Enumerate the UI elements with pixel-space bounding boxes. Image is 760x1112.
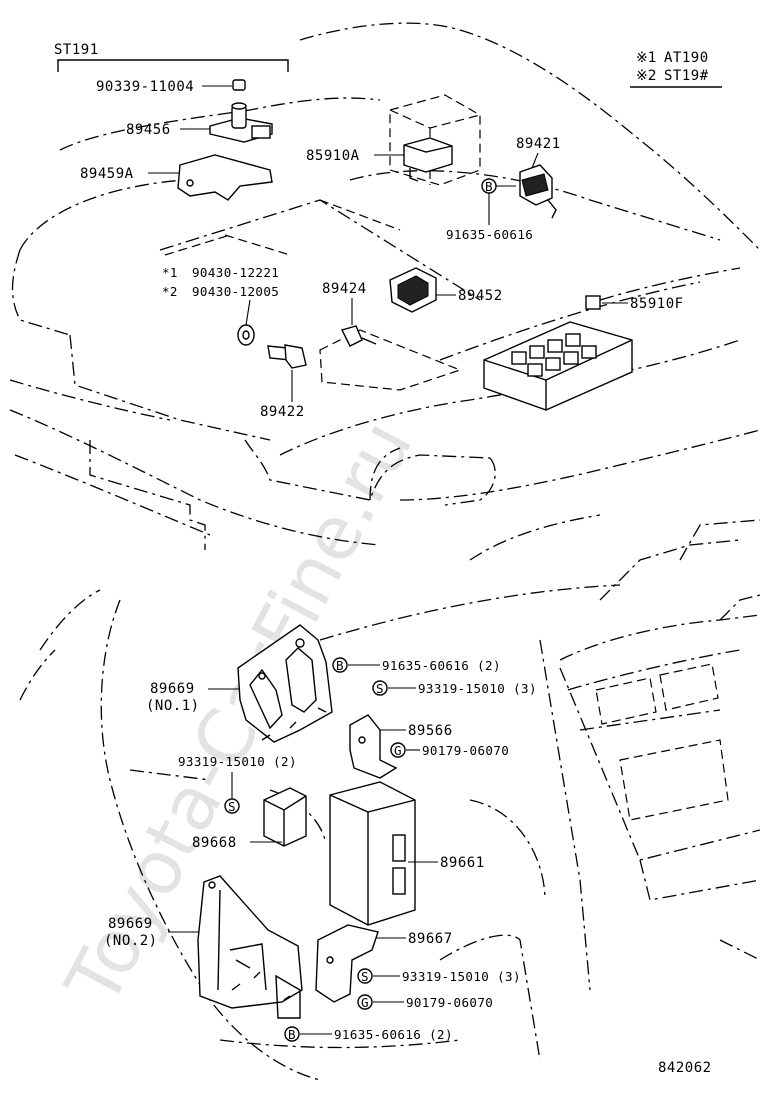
part-89661: 89661 xyxy=(329,781,485,926)
label-89424: 89424 xyxy=(322,281,367,297)
label-89669-no1-sub: (NO.1) xyxy=(146,698,200,714)
relay-small-icon xyxy=(585,295,601,310)
plug-icon xyxy=(284,344,307,369)
ecu-bracket-2-icon xyxy=(197,875,303,1009)
nut-G-icon xyxy=(357,994,373,1010)
interior-outline xyxy=(19,514,760,1081)
screw-symbol: S xyxy=(228,799,236,814)
label-89669-no1: 89669 xyxy=(150,681,195,697)
part-89421: 89421 B 91635-60616 xyxy=(446,136,561,242)
figure-id: 842062 xyxy=(658,1060,712,1076)
part-89667: 89667 S 93319-15010 (3) G 90179-06070 xyxy=(315,924,521,1010)
label-90430-12005: 90430-12005 xyxy=(192,284,279,299)
bracket-icon xyxy=(177,154,273,201)
label-93319-15010-bottom: 93319-15010 (3) xyxy=(402,969,521,984)
label-91635-60616-bottom: 91635-60616 (2) xyxy=(334,1027,453,1042)
part-89669-no1: 89669 (NO.1) B 91635-60616 (2) S 93319-1… xyxy=(146,624,537,743)
bolt-symbol: B xyxy=(485,179,493,194)
legend-item-2-mark: ※2 xyxy=(636,68,657,84)
small-bracket-icon xyxy=(349,714,398,779)
label-89667: 89667 xyxy=(408,931,453,947)
ecu-holder-icon xyxy=(263,787,307,847)
bracket-3-icon xyxy=(315,924,379,1003)
label-93319-15010-mid: 93319-15010 (2) xyxy=(178,754,297,769)
legend: ※1 AT190 ※2 ST19# xyxy=(630,50,722,88)
screw-symbol: S xyxy=(376,681,384,696)
screw-symbol: S xyxy=(361,969,369,984)
label-89661: 89661 xyxy=(440,855,485,871)
label-89669-no2-sub: (NO.2) xyxy=(104,933,158,949)
nut-symbol: G xyxy=(361,995,369,1010)
label-90179-06070-bottom: 90179-06070 xyxy=(406,995,493,1010)
label-85910A: 85910A xyxy=(306,148,360,164)
label-89421: 89421 xyxy=(516,136,561,152)
label-90179-06070-top: 90179-06070 xyxy=(422,743,509,758)
car-front-outline xyxy=(9,22,760,550)
label-89456: 89456 xyxy=(126,122,171,138)
nut-G-icon xyxy=(390,742,406,758)
nut-symbol: G xyxy=(394,743,402,758)
bolt-B-icon xyxy=(284,1026,300,1042)
part-89668: 93319-15010 (2) S 89668 xyxy=(178,754,307,851)
part-90430: *1 90430-12221 *2 90430-12005 xyxy=(162,265,279,346)
variant-box-title: ST191 xyxy=(54,42,99,58)
part-85910A: 85910A xyxy=(306,94,481,186)
part-91635-bottom: B 91635-60616 (2) xyxy=(284,1026,453,1042)
part-89424-89452: 89424 89452 xyxy=(319,267,503,391)
screw-S-icon xyxy=(224,798,240,814)
label-91635-60616-top: 91635-60616 xyxy=(446,227,533,242)
legend-item-1-mark: ※1 xyxy=(636,50,657,66)
legend-item-1-text: AT190 xyxy=(664,50,709,66)
label-89422: 89422 xyxy=(260,404,305,420)
part-89422: 89422 xyxy=(260,344,307,420)
sensor-small-icon xyxy=(340,325,363,347)
label-89668: 89668 xyxy=(192,835,237,851)
label-89566: 89566 xyxy=(408,723,453,739)
label-91635-60616-mid: 91635-60616 (2) xyxy=(382,658,501,673)
label-89669-no2: 89669 xyxy=(108,916,153,932)
part-85910F: 85910F xyxy=(483,295,684,411)
label-90339-11004: 90339-11004 xyxy=(96,79,194,95)
legend-item-2-text: ST19# xyxy=(664,68,709,84)
screw-S-icon xyxy=(372,680,388,696)
label-89459A: 89459A xyxy=(80,166,134,182)
label-85910F: 85910F xyxy=(630,296,684,312)
relay-icon xyxy=(403,137,453,173)
label-mark-1: *1 xyxy=(162,265,178,280)
label-89452: 89452 xyxy=(458,288,503,304)
label-93319-15010-top: 93319-15010 (3) xyxy=(418,681,537,696)
bolt-B-icon xyxy=(332,657,348,673)
part-89669-no2: 89669 (NO.2) xyxy=(104,875,303,1019)
part-89456: 89456 xyxy=(126,102,273,143)
bolt-symbol: B xyxy=(288,1027,296,1042)
variant-box-st191: ST191 xyxy=(54,42,289,72)
part-89459A: 89459A xyxy=(80,154,273,201)
part-89566: 89566 G 90179-06070 xyxy=(349,714,509,779)
label-90430-12221: 90430-12221 xyxy=(192,265,279,280)
label-mark-2: *2 xyxy=(162,284,178,299)
bolt-symbol: B xyxy=(336,658,344,673)
part-90339-11004: 90339-11004 xyxy=(96,79,246,95)
screw-S-icon xyxy=(357,968,373,984)
ecu-bracket-icon xyxy=(237,624,333,743)
clip-icon xyxy=(232,79,246,91)
